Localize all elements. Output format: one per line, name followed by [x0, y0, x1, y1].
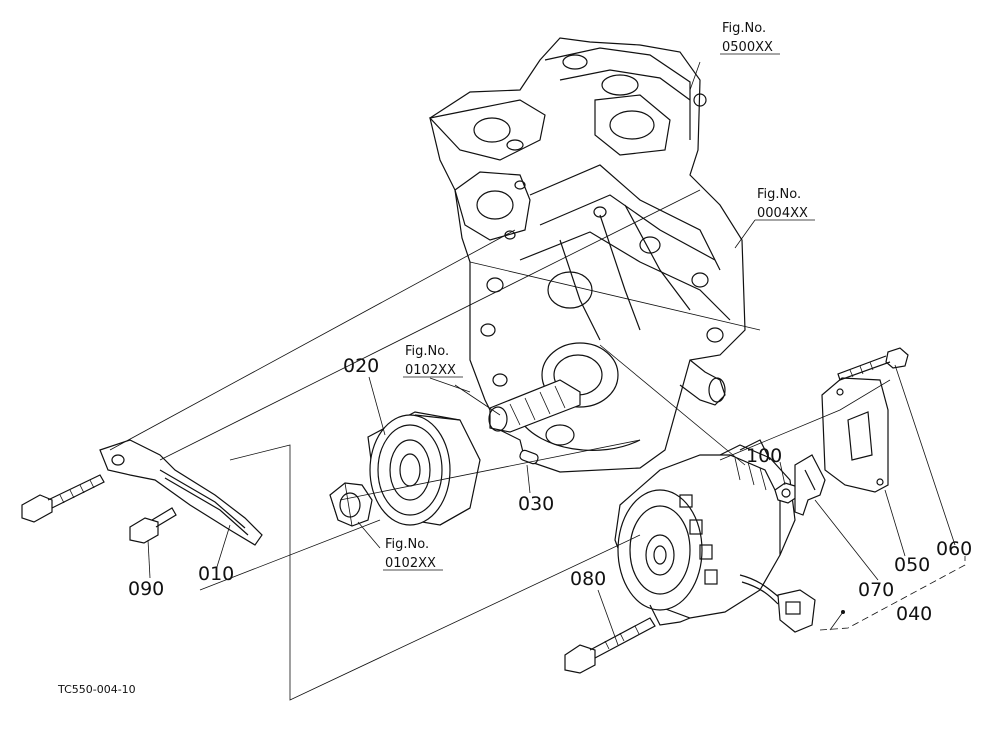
part-label-090[interactable]: 090 [128, 578, 164, 600]
fig-ref-0500[interactable]: Fig.No. 0500XX [722, 21, 773, 55]
alternator-bracket-010 [99, 439, 263, 546]
crank-pulley-020 [367, 411, 481, 526]
fig-ref-label: Fig.No. [722, 21, 766, 36]
part-label-040[interactable]: 040 [896, 603, 932, 625]
bolt-060 [837, 347, 909, 381]
drawing-code: TC550-004-10 [57, 683, 136, 696]
bolt-080 [564, 617, 656, 674]
fig-ref-0004[interactable]: Fig.No. 0004XX [757, 187, 808, 221]
part-label-030[interactable]: 030 [518, 493, 554, 515]
bracket-bolt [21, 474, 105, 523]
part-label-100[interactable]: 100 [746, 445, 782, 467]
ref-underlines [383, 53, 815, 571]
nut-100 [774, 482, 798, 504]
fig-ref-number: 0500XX [722, 40, 773, 55]
fig-ref-number: 0004XX [757, 206, 808, 221]
fig-ref-label: Fig.No. [405, 344, 449, 359]
fig-ref-0102-upper[interactable]: Fig.No. 0102XX [405, 344, 456, 378]
part-label-060[interactable]: 060 [936, 538, 972, 560]
fig-ref-number: 0102XX [385, 556, 436, 571]
fig-ref-label: Fig.No. [385, 537, 429, 552]
fig-ref-label: Fig.No. [757, 187, 801, 202]
part-label-050[interactable]: 050 [894, 554, 930, 576]
crankshaft-stub [488, 379, 581, 433]
plate-050 [821, 377, 889, 493]
key-030 [519, 449, 539, 465]
fig-ref-0102-lower[interactable]: Fig.No. 0102XX [385, 537, 436, 571]
alternator-assembly [614, 439, 845, 633]
part-label-010[interactable]: 010 [198, 563, 234, 585]
part-label-070[interactable]: 070 [858, 579, 894, 601]
leader-lines [109, 61, 966, 701]
stay-070 [794, 454, 826, 516]
pulley-nut [329, 482, 373, 527]
part-label-020[interactable]: 020 [343, 355, 379, 377]
part-label-080[interactable]: 080 [570, 568, 606, 590]
engine-gear-case [428, 37, 746, 473]
fig-ref-number: 0102XX [405, 363, 456, 378]
bolt-090 [129, 507, 177, 544]
